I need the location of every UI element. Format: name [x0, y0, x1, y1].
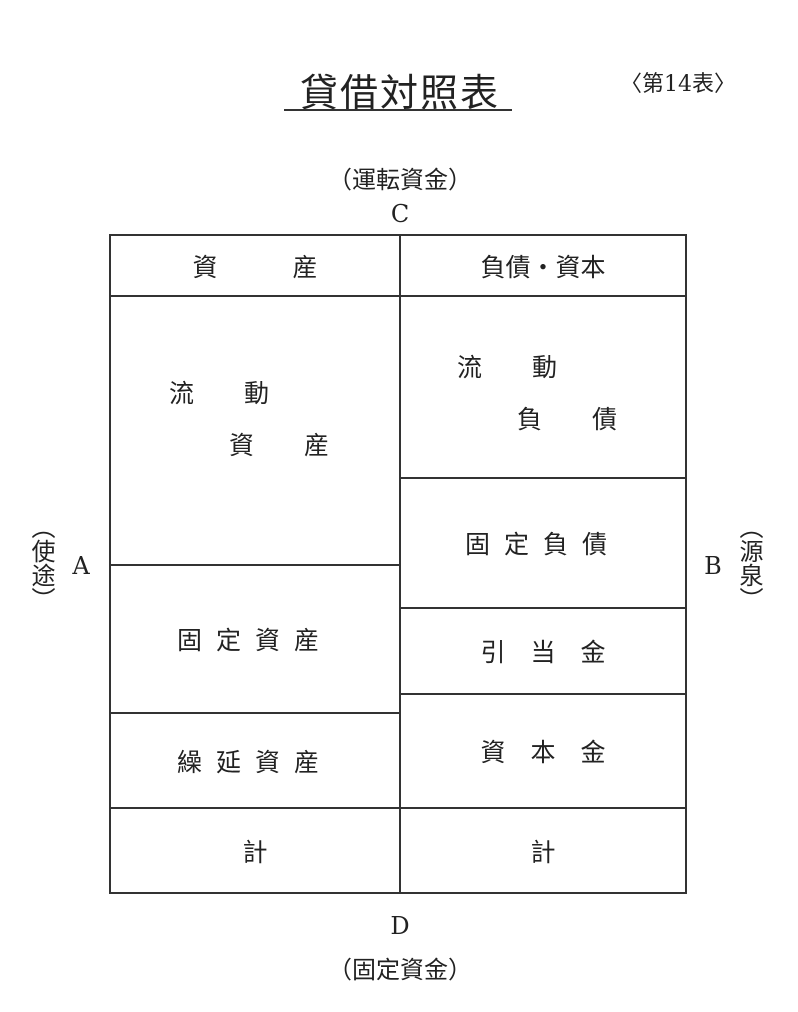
center-divider — [399, 236, 401, 892]
right-note: （源泉） — [735, 515, 763, 611]
title-underline — [284, 109, 512, 111]
header-divider — [111, 295, 685, 297]
title: 貸借対照表 — [299, 71, 500, 115]
reserves: 引 当 金 — [480, 638, 606, 667]
liabilities-header: 負債・資本 — [480, 252, 606, 282]
assets-divider-2 — [111, 712, 399, 714]
liab-divider-2 — [399, 607, 685, 609]
liabilities-total: 計 — [530, 837, 556, 867]
right-letter: B — [704, 552, 722, 580]
total-divider — [111, 807, 685, 809]
assets-divider-1 — [111, 564, 399, 566]
liab-divider-3 — [399, 693, 685, 695]
current-liabilities-line2: 負 債 — [517, 405, 618, 434]
left-letter: A — [72, 552, 90, 580]
fixed-assets: 固定資産 — [176, 626, 333, 655]
fixed-liabilities: 固定負債 — [464, 530, 621, 559]
left-note: （使途） — [27, 515, 55, 611]
bottom-letter: D — [390, 912, 410, 940]
top-letter: C — [390, 200, 410, 228]
deferred-assets: 繰延資産 — [176, 747, 333, 777]
current-assets-line2: 資 産 — [229, 431, 330, 460]
bottom-note: （固定資金） — [328, 956, 472, 984]
assets-total: 計 — [242, 837, 268, 867]
capital: 資 本 金 — [480, 738, 606, 767]
liab-divider-1 — [399, 477, 685, 479]
current-liabilities-line1: 流 動 — [457, 353, 558, 382]
table-number: 〈第14表〉 — [620, 72, 736, 97]
top-note: （運転資金） — [328, 166, 472, 194]
assets-header: 資 産 — [192, 252, 318, 282]
balance-table: 資 産 負債・資本 流 動 資 産 固定資産 繰延資産 計 流 動 負 債 固定… — [109, 234, 687, 894]
current-assets-line1: 流 動 — [169, 379, 270, 408]
